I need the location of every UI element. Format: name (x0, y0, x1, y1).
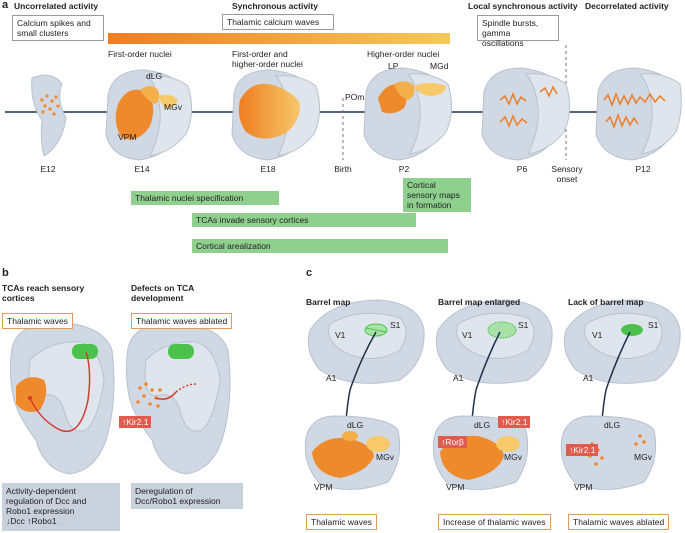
c3-s1-label: S1 (648, 320, 659, 330)
c2-dlg-label: dLG (474, 420, 491, 430)
decorrelated-title: Decorrelated activity (585, 1, 669, 11)
c3-vpm-label: VPM (574, 482, 593, 492)
p2-brain (363, 67, 452, 161)
panel-b-kir-tag: ↑Kir2.1 (119, 416, 152, 428)
first-and-higher-label-1: First-order and (232, 49, 288, 59)
panel-c-box-3: Thalamic waves ablated (568, 514, 670, 530)
c3-dlg-label: dLG (604, 420, 621, 430)
panel-b-right-brain (125, 321, 231, 475)
panel-c-box-1: Thalamic waves (306, 514, 377, 530)
timepoint-sensory: Sensory (551, 164, 583, 174)
timepoint-birth: Birth (334, 164, 352, 174)
panel-c-brain-1 (304, 299, 425, 491)
timepoint-e12: E12 (40, 164, 56, 174)
e14-mgv-label: MGv (164, 102, 182, 112)
panel-b-right-note-1: Deregulation of (135, 486, 193, 496)
p6-brain (481, 67, 570, 161)
first-order-nuclei-label: First-order nuclei (108, 49, 172, 59)
higher-order-nuclei-label: Higher-order nuclei (367, 49, 440, 59)
uncorrelated-box-line1: Calcium spikes and (17, 18, 91, 28)
bar-tcas-invade: TCAs invade sensory cortices (192, 213, 416, 227)
panel-b-left-note-1: Activity-dependent (6, 486, 76, 496)
e18-brain (231, 69, 320, 161)
panel-b-right-box: Thalamic waves ablated (131, 313, 233, 329)
panel-c-title-1: Barrel map (306, 297, 351, 307)
c2-mgv-label: MGv (504, 452, 522, 462)
uncorrelated-title: Uncorrelated activity (14, 1, 99, 11)
c2-v1-label: V1 (462, 330, 473, 340)
bar-thalamic-spec: Thalamic nuclei specification (131, 191, 279, 205)
timepoint-p2: P2 (398, 164, 410, 174)
panel-c-title-3: Lack of barrel map (568, 297, 644, 307)
p12-brain (595, 67, 682, 161)
c3-v1-label: V1 (592, 330, 603, 340)
c2-a1-label: A1 (453, 373, 464, 383)
panel-b-right-title-1: Defects on TCA (131, 283, 195, 293)
uncorrelated-box: Calcium spikes and small clusters (12, 15, 104, 41)
uncorrelated-box-line2: small clusters (17, 28, 69, 38)
bar-cortical-maps-line3: in formation (407, 200, 452, 210)
panel-b-left-box: Thalamic waves (2, 313, 73, 329)
panel-b-left-note-3: Robo1 expression (6, 506, 75, 516)
local-sync-box: Spindle bursts, gamma oscillations (477, 15, 559, 48)
e12-brain (31, 74, 67, 157)
e14-vpm-label: VPM (118, 132, 137, 142)
bar-cortical-maps-line2: sensory maps (407, 190, 460, 200)
local-sync-box-line2: gamma oscillations (482, 28, 524, 48)
c1-dlg-label: dLG (347, 420, 364, 430)
panel-b-left-title-1: TCAs reach sensory (2, 283, 85, 293)
c1-vpm-label: VPM (314, 482, 333, 492)
c3-mgv-label: MGv (634, 452, 652, 462)
p2-lp-label: LP (388, 61, 399, 71)
timepoint-e18: E18 (260, 164, 276, 174)
panel-b-left-title-2: cortices (2, 293, 35, 303)
panel-b-letter: b (2, 267, 9, 279)
local-sync-box-line1: Spindle bursts, (482, 18, 539, 28)
timepoint-e14: E14 (134, 164, 150, 174)
panel-b-right-note-2: Dcc/Robo1 expression (135, 496, 221, 506)
panel-a-letter: a (2, 0, 9, 11)
c1-mgv-label: MGv (376, 452, 394, 462)
timepoint-p6: P6 (516, 164, 528, 174)
panel-c-title-2: Barrel map enlarged (438, 297, 521, 307)
panel-c-box-2: Increase of thalamic waves (438, 514, 551, 530)
e14-brain (105, 69, 192, 161)
e14-dlg-label: dLG (146, 71, 163, 81)
synchronous-title: Synchronous activity (232, 1, 318, 11)
c3-a1-label: A1 (583, 373, 594, 383)
c2-ror-tag: ↑Rorβ (438, 436, 467, 448)
bar-cortical-maps-line1: Cortical (407, 180, 436, 190)
first-and-higher-label-2: higher-order nuclei (232, 59, 303, 69)
panel-b-left-note-2: regulation of Dcc and (6, 496, 87, 506)
c2-vpm-label: VPM (446, 482, 465, 492)
c1-v1-label: V1 (335, 330, 346, 340)
c2-s1-label: S1 (518, 320, 529, 330)
timepoint-p12: P12 (635, 164, 651, 174)
bar-arealization: Cortical arealization (192, 239, 448, 253)
p2-pom-label: POm (345, 92, 365, 102)
panel-c-letter: c (306, 267, 313, 279)
panel-b-left-note-4: ↓Dcc ↑Robo1 (6, 516, 57, 526)
timepoint-onset: onset (556, 174, 578, 184)
panel-b-left-note: Activity-dependent regulation of Dcc and… (2, 483, 120, 531)
panel-b-right-note: Deregulation of Dcc/Robo1 expression (131, 483, 243, 509)
c2-kir-tag: ↑Kir2.1 (498, 416, 531, 428)
panel-c-brain-2 (432, 299, 553, 491)
synchronous-gradient-bar (108, 33, 450, 44)
local-sync-title: Local synchronous activity (468, 1, 578, 11)
panel-b-left-brain (9, 321, 115, 475)
c1-a1-label: A1 (326, 373, 337, 383)
panel-c-brain-3 (560, 299, 681, 491)
p2-mgd-label: MGd (430, 61, 449, 71)
panel-b-right-title-2: development (131, 293, 184, 303)
c3-kir-tag: ↑Kir2.1 (566, 444, 599, 456)
synchronous-box: Thalamic calcium waves (222, 14, 334, 30)
c1-s1-label: S1 (390, 320, 401, 330)
bar-cortical-maps: Cortical sensory maps in formation (403, 178, 471, 212)
